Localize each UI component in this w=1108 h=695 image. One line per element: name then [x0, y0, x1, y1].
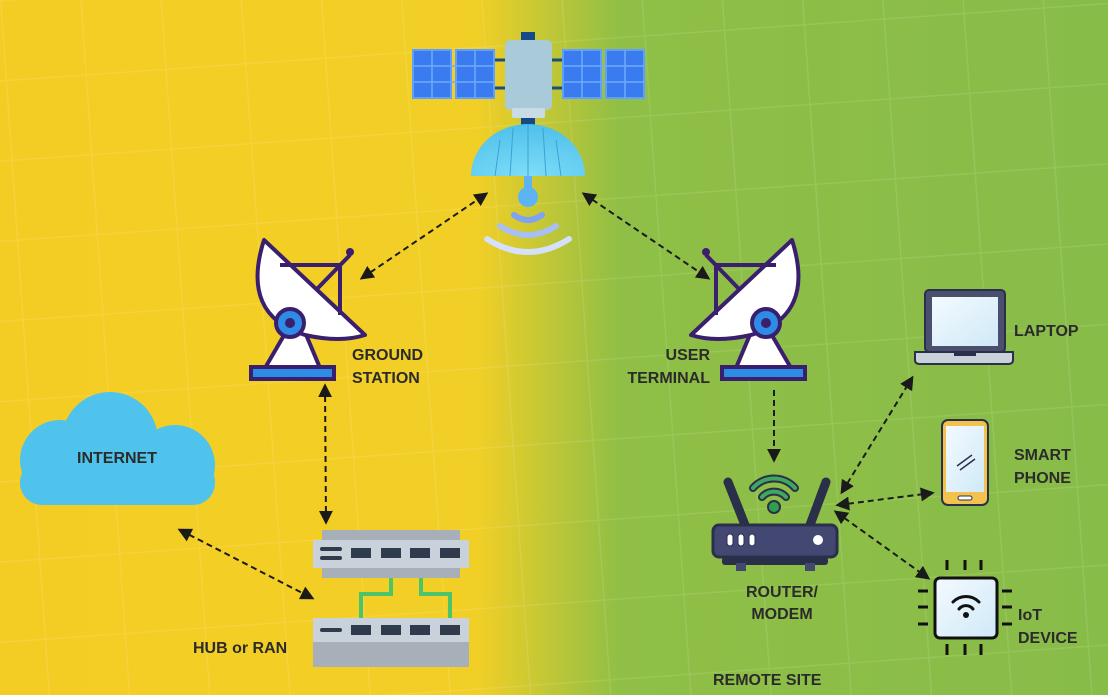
iot-label-2: DEVICE — [1018, 630, 1078, 647]
ground-station-label: GROUND — [352, 347, 423, 364]
hub-switch-icon — [313, 530, 469, 667]
user-terminal-label: USER — [666, 347, 711, 364]
arrow-router-phone — [835, 487, 935, 511]
arrow-router-iot — [833, 510, 931, 580]
connection-arrows — [177, 192, 935, 600]
wifi-icon — [749, 474, 799, 514]
ground-station-dish-icon — [249, 238, 367, 381]
arrow-ground-satellite — [359, 192, 489, 280]
arrow-internet-hub — [177, 528, 315, 600]
remote-site-label: REMOTE SITE — [713, 672, 822, 689]
hub-label: HUB or RAN — [193, 640, 287, 657]
router-icon — [711, 474, 839, 571]
arrow-satellite-terminal — [581, 192, 711, 280]
router-label: ROUTER/ — [746, 584, 819, 601]
iot-chip-icon — [918, 560, 1012, 655]
user-terminal-label-2: TERMINAL — [627, 370, 710, 387]
cloud-icon — [20, 392, 215, 505]
laptop-label: LAPTOP — [1014, 323, 1079, 340]
arrow-ground-hub — [318, 383, 333, 525]
phone-label: SMART — [1014, 447, 1071, 464]
satellite-icon — [412, 32, 645, 255]
ground-station-label-2: STATION — [352, 370, 420, 387]
laptop-icon — [914, 289, 1014, 365]
arrow-router-laptop — [840, 375, 914, 495]
router-label-2: MODEM — [751, 606, 812, 623]
smartphone-icon — [941, 419, 989, 506]
iot-label: IoT — [1018, 607, 1042, 624]
phone-label-2: PHONE — [1014, 470, 1071, 487]
internet-label: INTERNET — [77, 450, 157, 467]
